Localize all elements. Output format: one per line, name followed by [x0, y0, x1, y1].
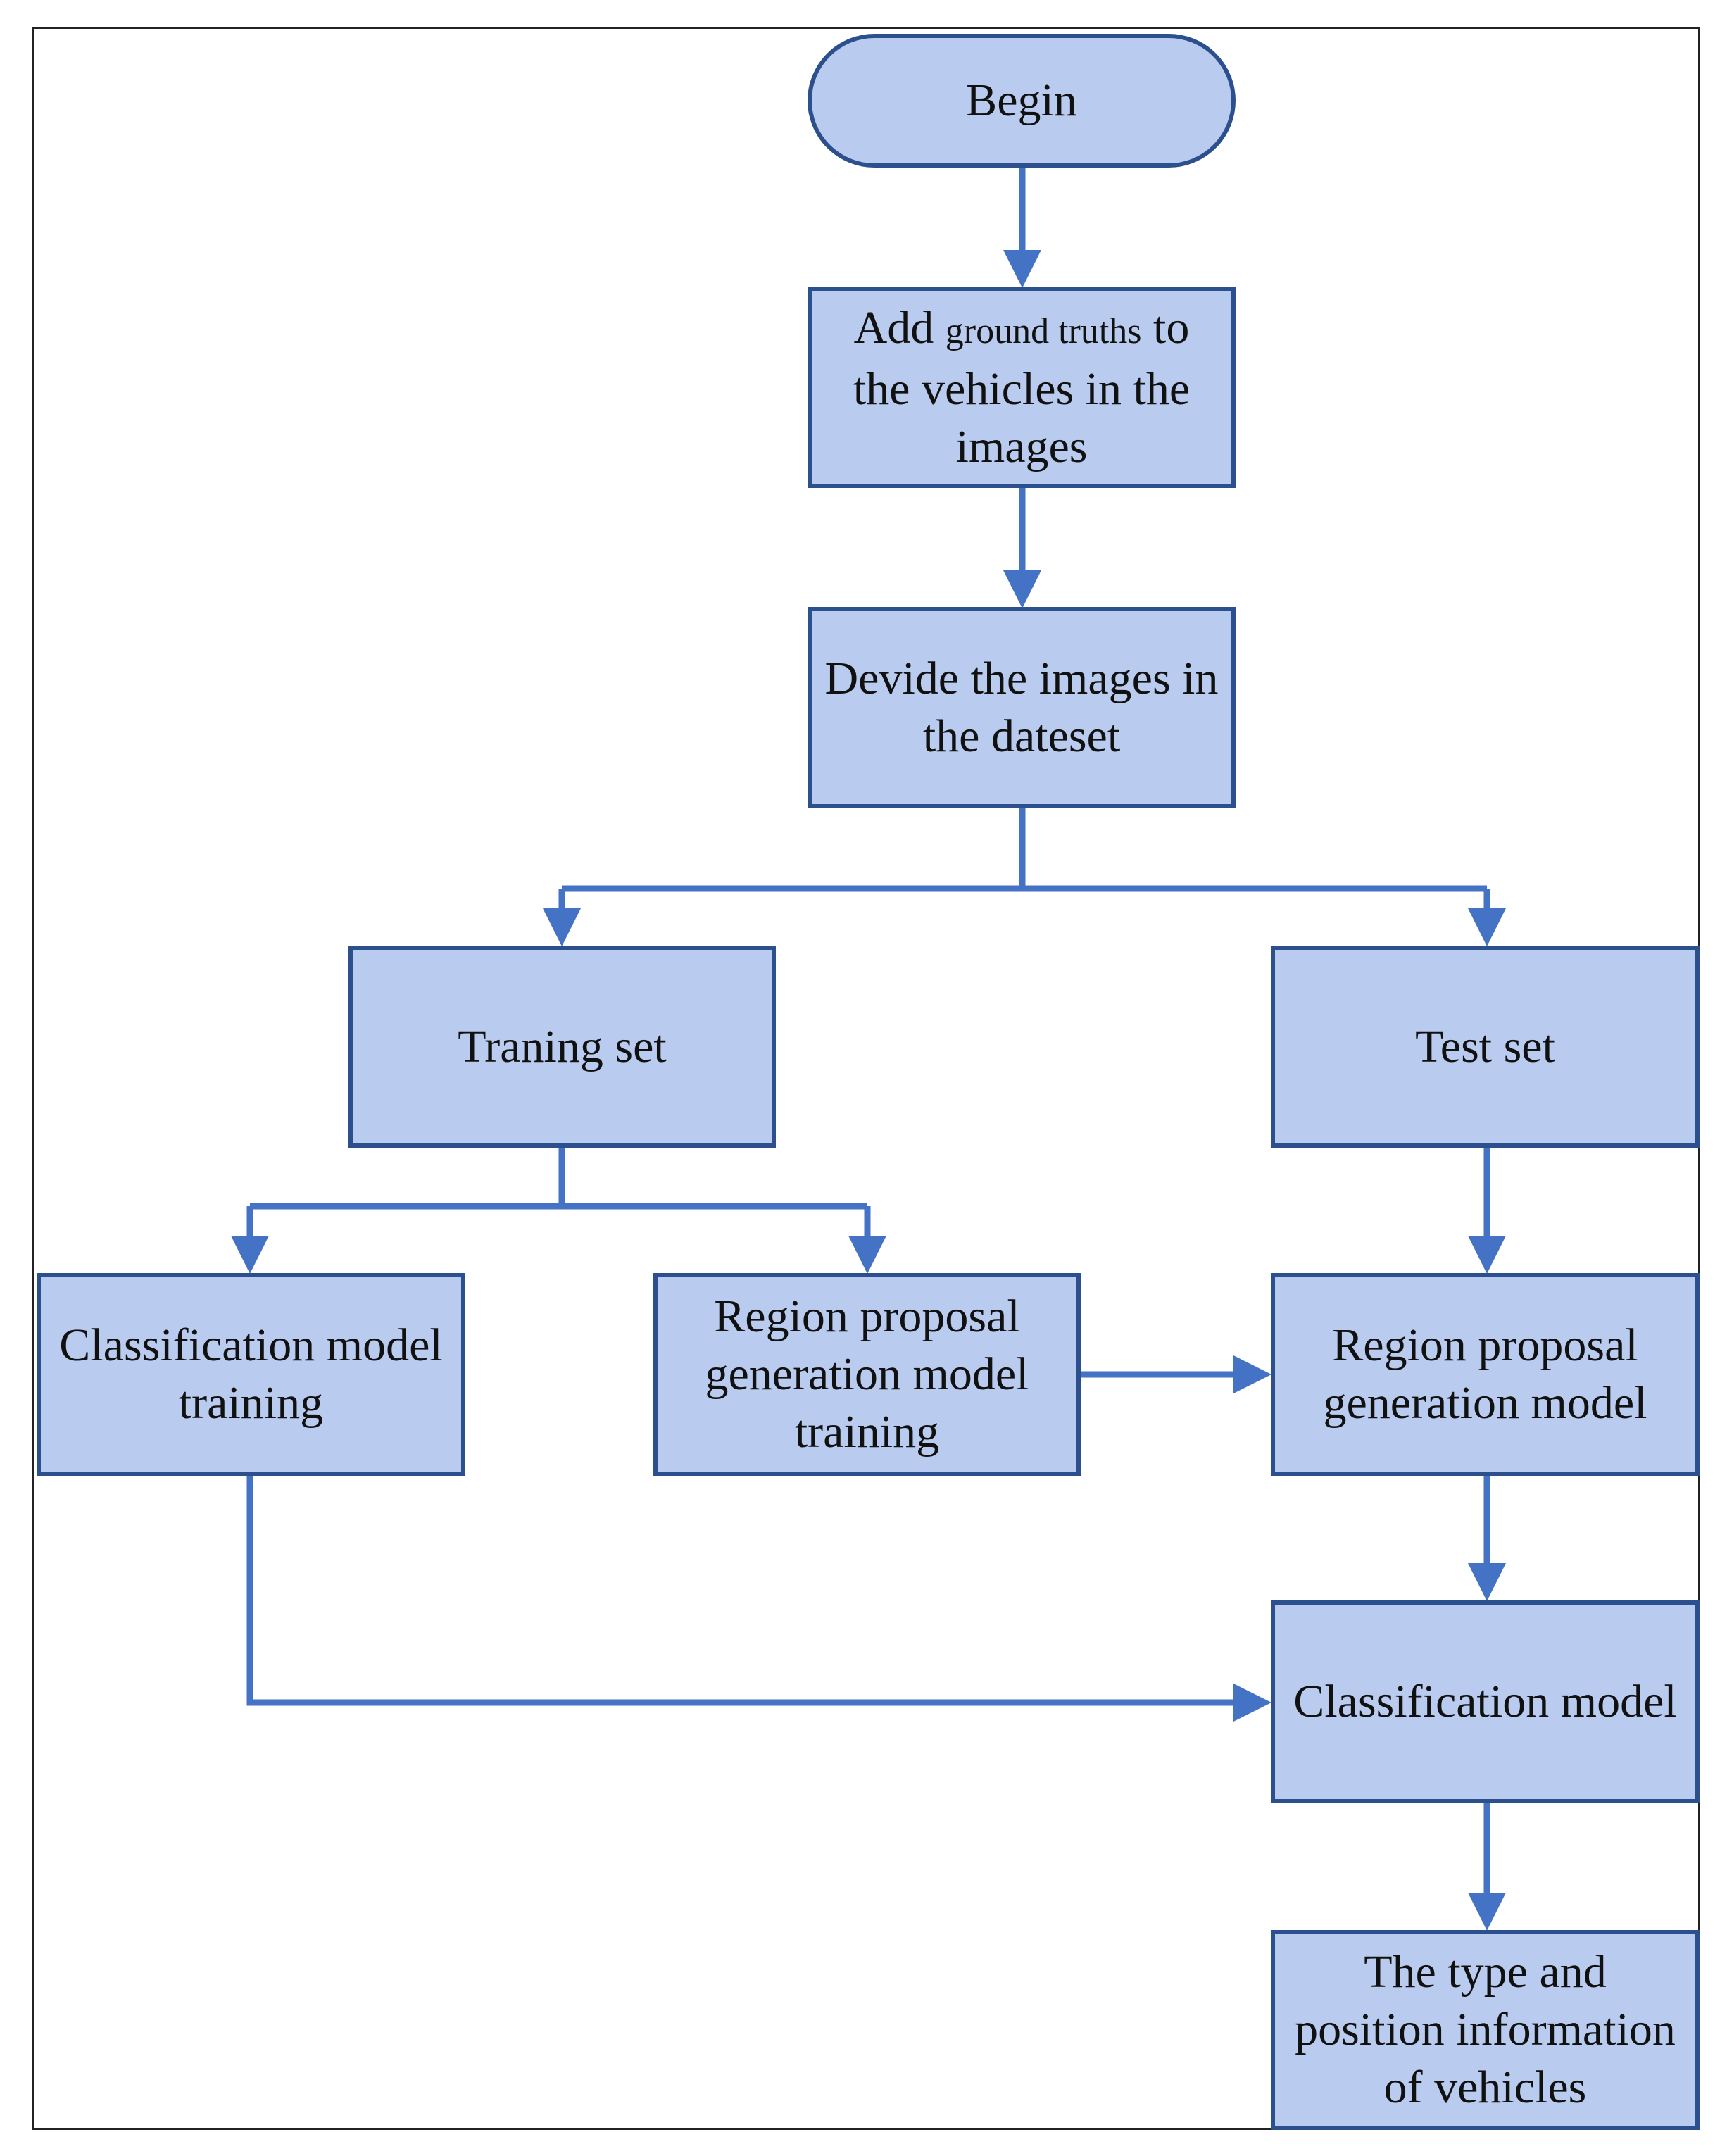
- divide-images-label: Devide the images in the dateset: [824, 653, 1219, 762]
- classification-model-training-label: Classification model training: [59, 1320, 443, 1429]
- add-ground-truths-label: Add ground truths to the vehicles in the…: [853, 301, 1191, 472]
- test-set-label: Test set: [1415, 1020, 1555, 1072]
- arrow-classification-training-to-model: [246, 1476, 1271, 1722]
- add-ground-truths-node: Add ground truths to the vehicles in the…: [808, 287, 1236, 488]
- region-proposal-model-node: Region proposal generation model: [1271, 1273, 1700, 1476]
- region-proposal-model-label: Region proposal generation model: [1323, 1320, 1647, 1429]
- output-label: The type and position information of veh…: [1295, 1946, 1676, 2113]
- region-proposal-training-label: Region proposal generation model trainin…: [705, 1291, 1029, 1458]
- region-proposal-training-node: Region proposal generation model trainin…: [653, 1273, 1081, 1476]
- test-set-node: Test set: [1271, 946, 1700, 1148]
- training-set-node: Traning set: [348, 946, 776, 1148]
- classification-model-node: Classification model: [1271, 1600, 1700, 1803]
- begin-node: Begin: [808, 34, 1236, 168]
- training-set-label: Traning set: [458, 1020, 667, 1072]
- classification-model-label: Classification model: [1293, 1676, 1677, 1727]
- classification-model-training-node: Classification model training: [37, 1273, 465, 1476]
- output-node: The type and position information of veh…: [1271, 1930, 1700, 2130]
- begin-label: Begin: [966, 75, 1077, 126]
- divide-images-node: Devide the images in the dateset: [808, 607, 1236, 808]
